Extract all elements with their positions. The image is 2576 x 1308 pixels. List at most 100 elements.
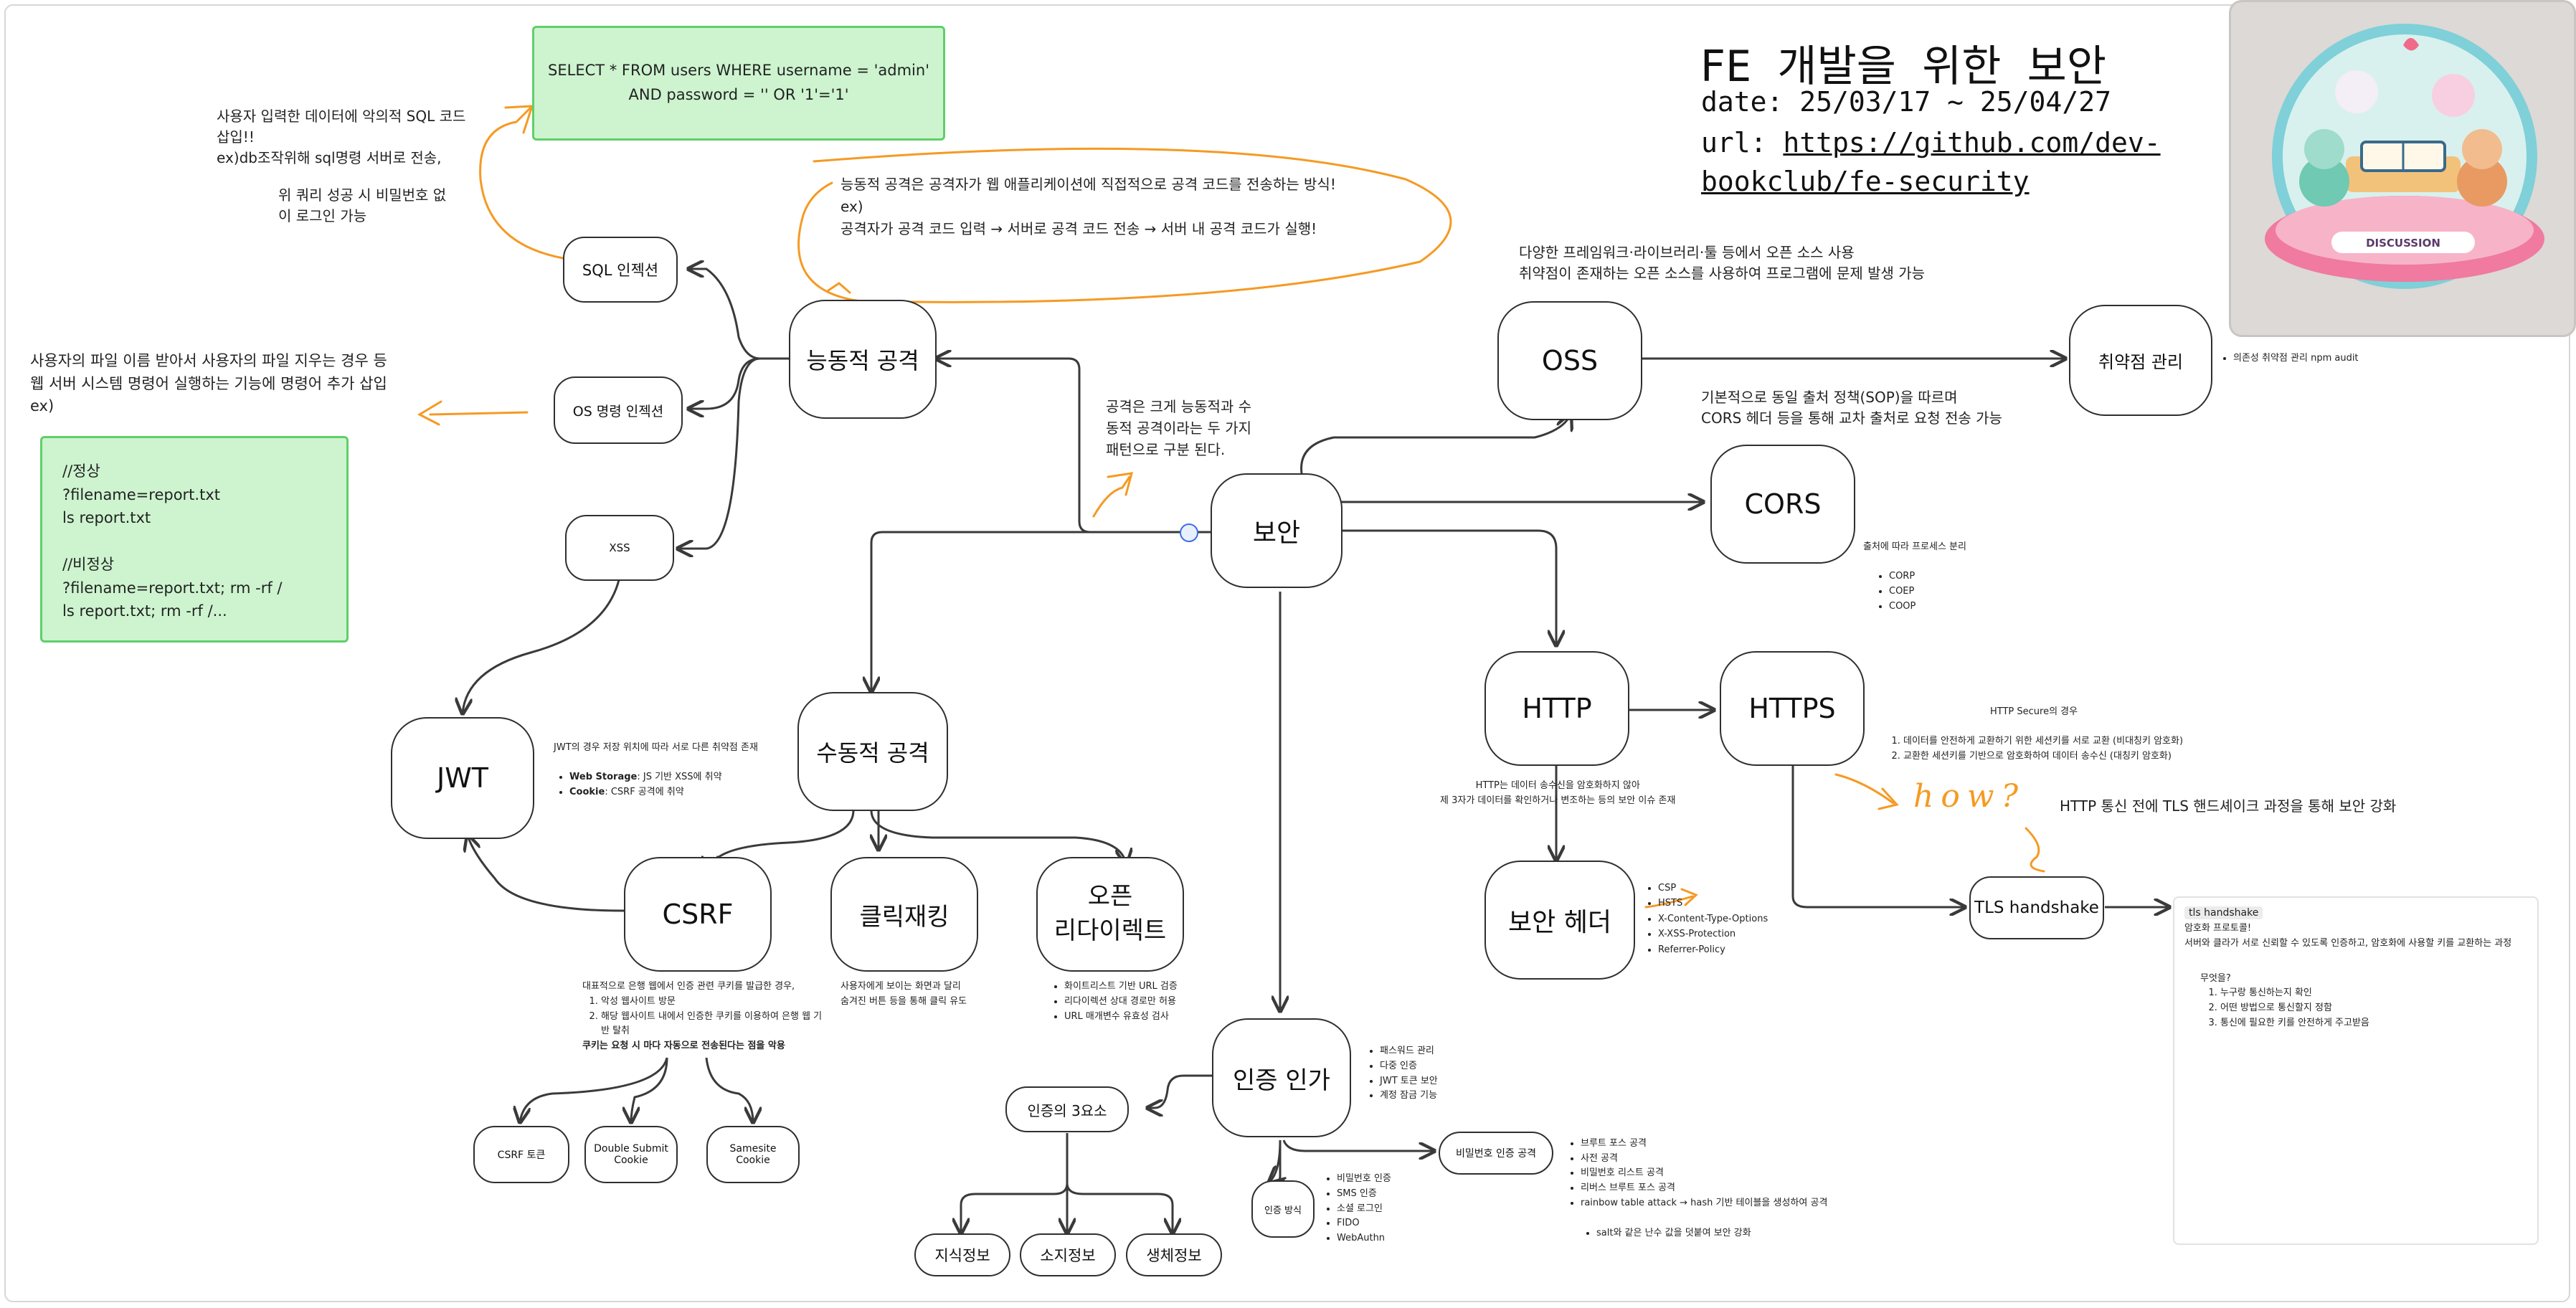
auth-list: 패스워드 관리다중 인증JWT 토큰 보안계정 잠금 기능 [1364,1044,1438,1104]
node-auth[interactable]: 인증 인가 [1212,1018,1351,1137]
vuln-item: 의존성 취약점 관리 npm audit [2233,351,2359,366]
tls-card-question: 무엇을? [2200,972,2231,984]
cors-sub-title: 출처에 따라 프로세스 분리 [1863,541,1966,552]
tls-step: 누구랑 통신하는지 확인 [2220,986,2527,1001]
node-oss[interactable]: OSS [1497,301,1642,420]
auth-item: 패스워드 관리 [1380,1044,1438,1059]
csrf-note-title: 대표적으로 은행 웹에서 인증 관련 쿠키를 발급한 경우, [582,981,795,992]
os-command-example: //정상 ?filename=report.txt ls report.txt … [40,436,349,643]
node-tls-handshake[interactable]: TLS handshake [1969,876,2104,939]
node-clickjacking[interactable]: 클릭재킹 [830,857,978,972]
security-header-item: CSP [1658,881,1768,896]
auth-method-note: 비밀번호 인증SMS 인증소셜 로그인FIDOWebAuthn [1321,1172,1391,1246]
cors-list: CORPCOEPCOOP [1863,569,1966,614]
repo-link-cont[interactable]: bookclub/fe-security [1701,166,2030,197]
sql-query-text: SELECT * FROM users WHERE username = 'ad… [548,62,929,103]
sql-description-2: 위 쿼리 성공 시 비밀번호 없 이 로그인 가능 [278,186,447,224]
csrf-note: 대표적으로 은행 웹에서 인증 관련 쿠키를 발급한 경우, 악성 웹사이트 방… [582,980,826,1054]
repo-link[interactable]: https://github.com/dev- [1783,127,2161,158]
open-redirect-note: 화이트리스트 기반 URL 검증리다이렉션 상대 경로만 허용URL 매개변수 … [1048,980,1178,1024]
sql-query-example: SELECT * FROM users WHERE username = 'ad… [532,26,945,141]
node-jwt[interactable]: JWT [391,717,534,839]
vuln-mgmt-note: 의존성 취약점 관리 npm audit [2217,351,2359,366]
node-knowledge[interactable]: 지식정보 [914,1233,1010,1276]
board-frame [4,4,2570,1302]
node-biometric[interactable]: 생체정보 [1126,1233,1222,1276]
https-note: HTTP Secure의 경우 데이터를 안전하게 교환하기 위한 세션키를 서… [1885,690,2183,779]
node-password-attack[interactable]: 비밀번호 인증 공격 [1439,1132,1553,1175]
node-csrf[interactable]: CSRF [624,857,772,972]
node-open-redirect[interactable]: 오픈 리다이렉트 [1036,857,1184,972]
node-https[interactable]: HTTPS [1720,651,1865,766]
csrf-note-bold: 쿠키는 요청 시 마다 자동으로 전송된다는 점을 악용 [582,1041,785,1052]
node-xss[interactable]: XSS [565,515,674,581]
date-range: date: 25/03/17 ~ 25/04/27 [1701,86,2111,118]
orange-scribbles [417,105,2045,909]
active-attack-description: 능동적 공격은 공격자가 웹 애플리케이션에 직접적으로 공격 코드를 전송하는… [840,176,1336,237]
node-passive-attack[interactable]: 수동적 공격 [797,692,948,811]
https-step: 데이터를 안전하게 교환하기 위한 세션키를 서로 교환 (비대칭키 암호화) [1903,734,2183,749]
auth-item: 계정 잠금 기능 [1380,1089,1438,1104]
auth-method-item: WebAuthn [1337,1231,1391,1246]
tls-card: tls handshake 암호화 프로토콜! 서버와 클라가 서로 신뢰할 수… [2173,896,2539,1245]
node-csrf-token[interactable]: CSRF 토큰 [473,1126,569,1183]
security-header-list: CSPHSTSX-Content-Type-OptionsX-XSS-Prote… [1642,881,1768,957]
password-attack-item: 리버스 브루트 포스 공격 [1581,1181,1827,1196]
oss-note: 다양한 프레임워크·라이브러리·툴 등에서 오픈 소스 사용 취약점이 존재하는… [1519,244,1926,282]
repo-url[interactable]: url: https://github.com/dev-bookclub/fe-… [1701,123,2161,201]
node-samesite[interactable]: Samesite Cookie [706,1126,800,1183]
jwt-note-title: JWT의 경우 저장 위치에 따라 서로 다른 취약점 존재 [554,741,758,753]
node-possession[interactable]: 소지정보 [1020,1233,1116,1276]
redirect-item: URL 매개변수 유효성 검사 [1064,1010,1178,1025]
clickjacking-note: 사용자에게 보이는 화면과 달리 숨겨진 버튼 등을 통해 클릭 유도 [840,981,967,1007]
url-prefix: url: [1701,127,1784,158]
auth-method-item: 비밀번호 인증 [1337,1172,1391,1187]
auth-method-item: SMS 인증 [1337,1187,1391,1202]
node-double-submit[interactable]: Double Submit Cookie [584,1126,678,1183]
cors-note: 기본적으로 동일 출처 정책(SOP)을 따르며 CORS 헤더 등을 통해 교… [1701,389,2002,427]
os-example-text: //정상 ?filename=report.txt ls report.txt … [62,463,283,620]
node-vuln-mgmt[interactable]: 취약점 관리 [2069,305,2212,416]
auth-item: 다중 인증 [1380,1059,1438,1074]
node-active-attack[interactable]: 능동적 공격 [789,300,937,419]
security-header-note: CSPHSTSX-Content-Type-OptionsX-XSS-Prote… [1642,881,1768,957]
auth-method-item: FIDO [1337,1216,1391,1231]
node-security-headers[interactable]: 보안 헤더 [1484,861,1635,980]
logo-caption: DISCUSSION [2366,237,2440,250]
tls-card-line2: 서버와 클라가 서로 신뢰할 수 있도록 인증하고, 암호화에 사용할 키를 교… [2184,937,2512,949]
node-security[interactable]: 보안 [1211,473,1343,588]
collaborator-cursor-icon [1180,523,1198,542]
auth-note: 패스워드 관리다중 인증JWT 토큰 보안계정 잠금 기능 [1364,1044,1438,1104]
jwt-storage-list: Web Storage: JS 기반 XSS에 취약Cookie: CSRF 공… [554,770,758,800]
node-os-injection[interactable]: OS 명령 인젝션 [554,376,683,444]
password-attack-item: rainbow table attack → hash 기반 테이블을 생성하여… [1581,1196,1827,1211]
jwt-list-item: Cookie: CSRF 공격에 취약 [569,785,758,800]
cors-item: COOP [1889,600,1966,615]
csrf-steps-list: 악성 웹사이트 방문해당 웹사이트 내에서 인증한 쿠키를 이용하여 은행 웹 … [582,995,826,1039]
security-header-item: X-Content-Type-Options [1658,911,1768,926]
auth-item: JWT 토큰 보안 [1380,1074,1438,1089]
cors-item: CORP [1889,569,1966,584]
https-step: 교환한 세션키를 기반으로 암호화하여 데이터 송수신 (대칭키 암호화) [1903,749,2183,764]
page-title: FE 개발을 위한 보안 [1700,42,2107,92]
csrf-step: 악성 웹사이트 방문 [601,995,826,1010]
tls-card-steps: 누구랑 통신하는지 확인어떤 방법으로 통신할지 정함통신에 필요한 키를 안전… [2184,986,2527,1030]
cors-item: COEP [1889,584,1966,600]
node-cors[interactable]: CORS [1710,445,1855,564]
password-attack-item: 브루트 포스 공격 [1581,1137,1827,1152]
csrf-step: 해당 웹사이트 내에서 인증한 쿠키를 이용하여 은행 웹 기반 탈취 [601,1010,826,1040]
node-http[interactable]: HTTP [1484,651,1629,766]
node-auth-factors[interactable]: 인증의 3요소 [1005,1086,1129,1132]
redirect-item: 리다이렉션 상대 경로만 허용 [1064,995,1178,1010]
https-steps-list: 데이터를 안전하게 교환하기 위한 세션키를 서로 교환 (비대칭키 암호화)교… [1885,734,2183,764]
tls-card-line1: 암호화 프로토콜! [2184,923,2252,934]
password-attack-item: 비밀번호 리스트 공격 [1581,1166,1827,1181]
node-sql-injection[interactable]: SQL 인젝션 [563,237,678,303]
os-injection-description: 사용자의 파일 이름 받아서 사용자의 파일 지우는 경우 등 웹 서버 시스템… [30,352,387,414]
attack-types-note: 공격은 크게 능동적과 수 동적 공격이라는 두 가지 패턴으로 구분 된다. [1106,398,1252,458]
sql-description: 사용자 입력한 데이터에 악의적 SQL 코드 삽입!! ex)db조작위해 s… [217,108,466,166]
tls-step: 어떤 방법으로 통신할지 정함 [2220,1001,2527,1016]
node-auth-method[interactable]: 인증 방식 [1251,1180,1315,1238]
